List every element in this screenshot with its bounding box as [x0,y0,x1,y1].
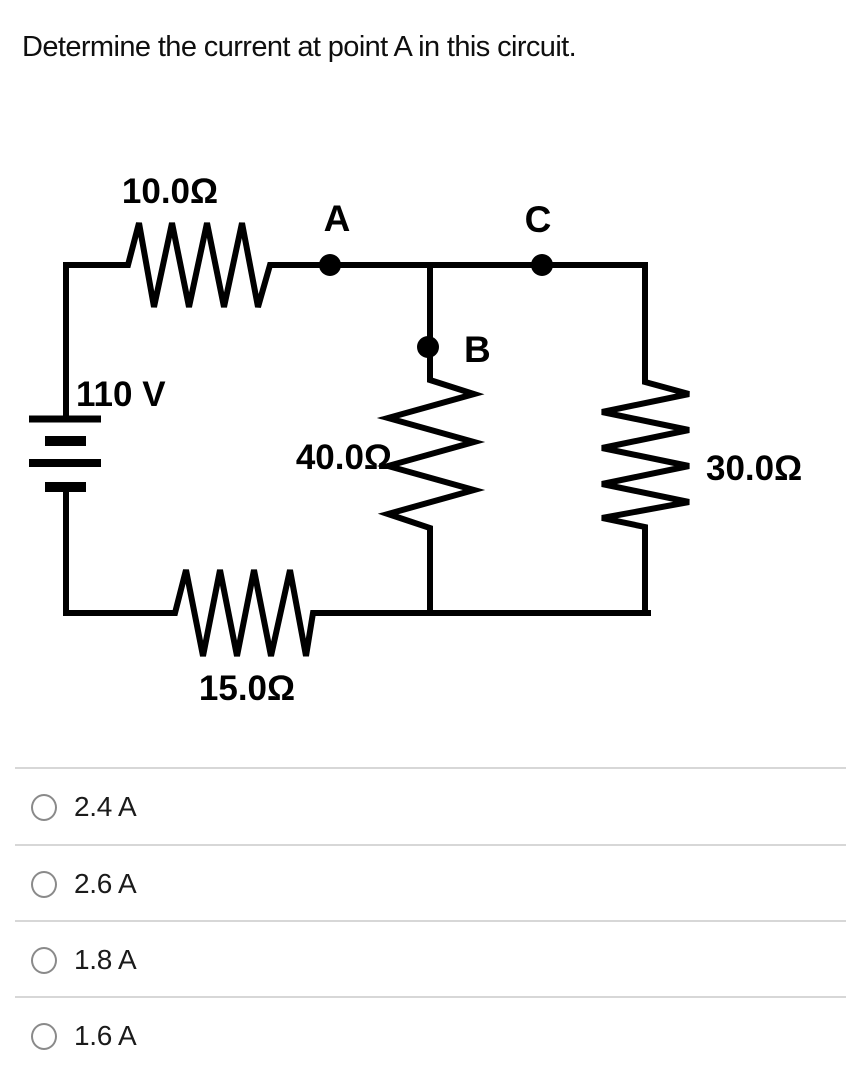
option-label-3: 1.8 A [74,944,137,975]
option-label-4: 1.6 A [74,1020,137,1051]
answer-option-1[interactable]: 2.4 A [0,769,846,845]
node-dot-b [417,336,439,358]
divider [15,767,846,769]
node-dot-c [531,254,553,276]
battery-icon [29,415,101,492]
divider [15,920,846,922]
answer-option-2[interactable]: 2.6 A [0,846,846,922]
radio-button-3[interactable] [31,946,57,974]
node-a-label: A [324,198,351,239]
node-b-label: B [464,329,491,370]
answer-option-4[interactable]: 1.6 A [0,998,846,1074]
circuit-diagram: 10.0Ω A C B 110 V 40.0Ω 30.0Ω 15.0Ω [29,172,802,708]
node-dot-a [319,254,341,276]
radio-button-1[interactable] [31,793,57,821]
divider [15,844,846,846]
radio-button-4[interactable] [31,1022,57,1050]
option-label-1: 2.4 A [74,791,137,822]
option-label-2: 2.6 A [74,868,137,899]
question-title: Determine the current at point A in this… [22,31,577,63]
resistor-right-label: 30.0Ω [706,449,802,488]
resistor-middle-label: 40.0Ω [296,438,392,477]
node-c-label: C [525,199,552,240]
resistor-top-zigzag [63,222,648,308]
resistor-middle-zigzag [376,262,486,616]
resistor-bottom-label: 15.0Ω [199,669,295,708]
resistor-bottom-zigzag [63,569,651,657]
resistor-top-label: 10.0Ω [122,172,218,211]
radio-button-2[interactable] [31,870,57,898]
divider [15,996,846,998]
battery-voltage-label: 110 V [76,375,166,414]
answer-option-3[interactable]: 1.8 A [0,922,846,998]
resistor-right-zigzag [601,262,690,616]
